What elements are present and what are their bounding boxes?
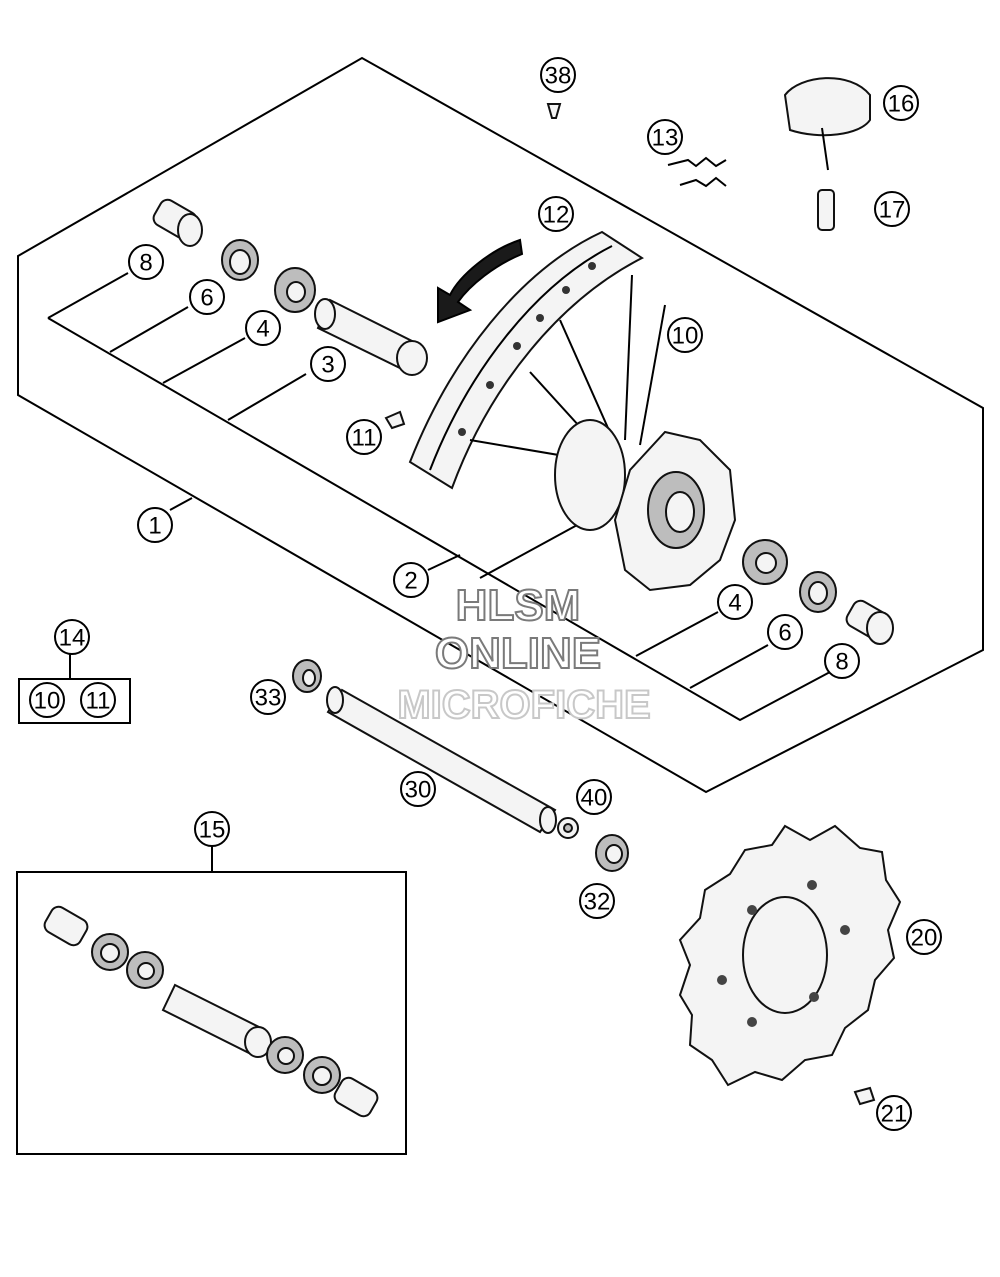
callout-label: 38 (545, 63, 572, 90)
callout-label: 16 (888, 91, 915, 118)
callout-label: 10 (672, 323, 699, 350)
callout-label: 30 (405, 777, 432, 804)
part-17-shape (817, 189, 835, 231)
callout-21: 21 (876, 1095, 912, 1131)
callout-label: 13 (652, 125, 679, 152)
callout-label: 2 (404, 568, 417, 595)
nut-part-33 (292, 659, 322, 693)
callout-label: 11 (352, 425, 377, 452)
callout-label: 40 (581, 785, 608, 812)
callout-label: 11 (86, 688, 111, 715)
callout-16: 16 (883, 85, 919, 121)
rim-tape-part-13 (667, 156, 727, 188)
callout-4-right: 4 (717, 584, 753, 620)
callout-label: 17 (879, 197, 906, 224)
callout-label: 4 (256, 316, 269, 343)
part-38-shape (546, 103, 562, 119)
callout-label: 8 (835, 649, 848, 676)
washer-part-40 (557, 817, 579, 839)
brake-disc-part-20 (678, 824, 902, 1087)
watermark-line-1: HLSM (456, 581, 581, 630)
spacer-tube-part-3 (314, 298, 428, 376)
callout-label: 4 (728, 590, 741, 617)
callout-label: 21 (881, 1101, 908, 1128)
wheel-assembly-frame (17, 56, 984, 794)
callout-label: 6 (778, 620, 791, 647)
callout-14-kit-10: 10 (29, 682, 65, 718)
callout-6-left: 6 (189, 279, 225, 315)
callout-2: 2 (393, 562, 429, 598)
callout-40: 40 (576, 779, 612, 815)
callout-label: 8 (139, 250, 152, 277)
bearing-part-4-right (742, 539, 788, 585)
callout-20: 20 (906, 919, 942, 955)
callout-14: 14 (54, 619, 90, 655)
callout-8-left: 8 (128, 244, 164, 280)
seal-part-6-right (799, 571, 837, 613)
callout-label: 14 (59, 625, 86, 652)
axle-part-30 (326, 686, 557, 834)
callout-15: 15 (194, 811, 230, 847)
watermark-line-2: ONLINE (435, 629, 601, 678)
nipple-part-11 (384, 410, 406, 430)
rotation-arrow-icon (437, 238, 524, 324)
callout-label: 1 (148, 513, 161, 540)
part-16-shape (783, 77, 871, 171)
callout-label: 3 (321, 352, 334, 379)
bolt-part-21 (853, 1086, 876, 1106)
spacer-part-8-right (845, 599, 894, 645)
bearing-part-4-left (274, 267, 316, 313)
callout-3: 3 (310, 346, 346, 382)
callout-label: 20 (911, 925, 938, 952)
callout-17: 17 (874, 191, 910, 227)
callout-11: 11 (346, 419, 382, 455)
callout-label: 6 (200, 285, 213, 312)
watermark-line-3: MICROFICHE (397, 683, 650, 727)
callout-38: 38 (540, 57, 576, 93)
callout-12: 12 (538, 196, 574, 232)
callout-13: 13 (647, 119, 683, 155)
callout-8-right: 8 (824, 643, 860, 679)
spacer-part-8-left (152, 198, 203, 247)
kit-15-parts (43, 905, 379, 1118)
hub-part-2 (554, 419, 737, 592)
callout-label: 12 (543, 202, 570, 229)
callout-32: 32 (579, 883, 615, 919)
callout-30: 30 (400, 771, 436, 807)
seal-part-6-left (221, 239, 259, 281)
callout-label: 32 (584, 889, 611, 916)
rim-part-12 (408, 230, 644, 490)
callout-1: 1 (137, 507, 173, 543)
callout-10: 10 (667, 317, 703, 353)
callout-33: 33 (250, 679, 286, 715)
callout-label: 15 (199, 817, 226, 844)
watermark: HLSM ONLINE MICROFICHE (396, 580, 651, 728)
nut-part-32 (595, 834, 629, 872)
callout-label: 33 (255, 685, 282, 712)
kit-box-part-14 (18, 678, 131, 724)
callout-4-left: 4 (245, 310, 281, 346)
callout-label: 10 (34, 688, 61, 715)
callout-14-kit-11: 11 (80, 682, 116, 718)
bearing-leader-frame (47, 317, 831, 722)
callout-6-right: 6 (767, 614, 803, 650)
